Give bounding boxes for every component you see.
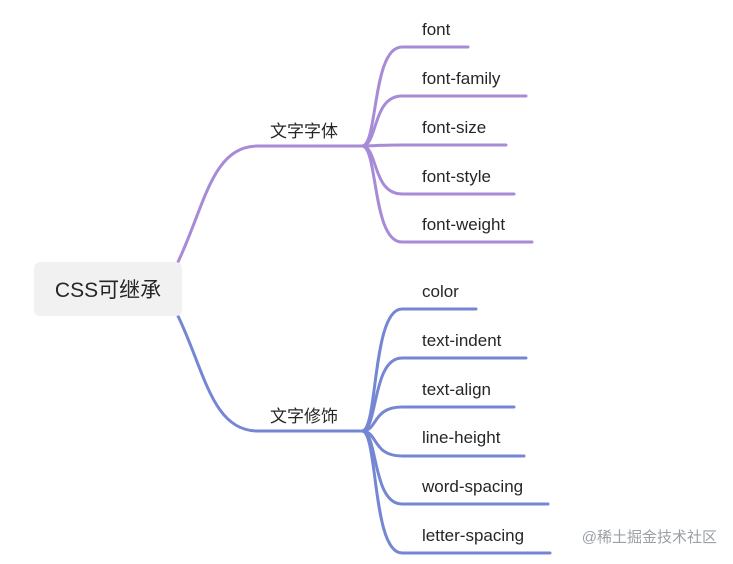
leaf-node-letter-spacing[interactable]: letter-spacing bbox=[422, 526, 525, 545]
leaf-node-line-height[interactable]: line-height bbox=[422, 428, 501, 447]
root-node[interactable]: CSS可继承 bbox=[34, 262, 182, 316]
leaf-node-font-family[interactable]: font-family bbox=[422, 69, 501, 88]
branch-node-text-font[interactable]: 文字字体 bbox=[270, 122, 338, 141]
leaf-node-font[interactable]: font bbox=[422, 20, 451, 39]
connector-color bbox=[360, 307, 478, 433]
connector-root-branch-2 bbox=[176, 314, 364, 433]
branch-node-text-decoration[interactable]: 文字修饰 bbox=[270, 407, 338, 426]
connector-font-weight bbox=[360, 144, 534, 244]
connector-letter-spacing bbox=[360, 429, 552, 555]
leaf-node-font-style[interactable]: font-style bbox=[422, 167, 491, 186]
leaf-node-font-size[interactable]: font-size bbox=[422, 118, 487, 137]
connector-font bbox=[360, 45, 470, 148]
connector-text-indent bbox=[360, 356, 528, 433]
connector-root-branch-1 bbox=[176, 144, 364, 264]
leaf-node-color[interactable]: color bbox=[422, 282, 459, 301]
leaf-node-text-indent[interactable]: text-indent bbox=[422, 331, 502, 350]
watermark: @稀土掘金技术社区 bbox=[581, 529, 717, 546]
connector-text-align bbox=[360, 405, 516, 433]
root-label: CSS可继承 bbox=[54, 279, 162, 302]
connector-font-size bbox=[360, 143, 508, 148]
leaf-node-font-weight[interactable]: font-weight bbox=[422, 215, 506, 234]
leaf-node-word-spacing[interactable]: word-spacing bbox=[422, 477, 524, 496]
connector-font-family bbox=[360, 94, 528, 148]
leaf-node-text-align[interactable]: text-align bbox=[422, 380, 491, 399]
